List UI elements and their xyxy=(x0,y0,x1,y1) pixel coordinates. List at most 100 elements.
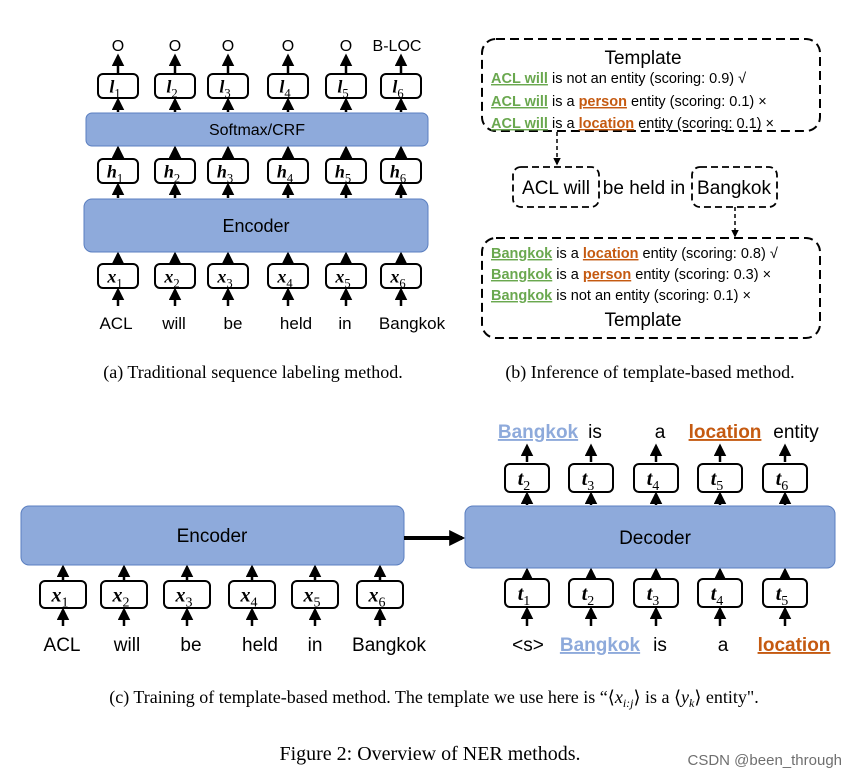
h-node-1: h1 xyxy=(97,158,139,185)
bottom-row-1: Bangkok is a location entity (scoring: 0… xyxy=(491,246,778,262)
bottom-row-1-span: Bangkok xyxy=(491,246,553,262)
c-x-node-6-subscript: 6 xyxy=(379,596,386,611)
x-node-2-label: x2 xyxy=(163,266,179,290)
sentence-span-2: Bangkok xyxy=(697,178,771,199)
t-in-node-4-var: t xyxy=(711,583,718,605)
top-row-3-post: entity (scoring: 0.1) × xyxy=(638,116,774,132)
t-in-node-2-label: t2 xyxy=(582,583,595,609)
panel-a-outputs: O O O O O B-LOC xyxy=(112,38,422,55)
c-x-node-4: x4 xyxy=(228,580,276,611)
t-out-node-2-var: t xyxy=(582,468,589,490)
top-row-1: ACL will is not an entity (scoring: 0.9)… xyxy=(491,71,746,87)
t-out-node-5-label: t6 xyxy=(776,468,789,494)
t-in-node-1: t1 xyxy=(504,578,550,609)
top-row-2-span: ACL will xyxy=(491,94,548,110)
caption-c-pre: (c) Training of template-based method. T… xyxy=(109,687,615,708)
panel-a-caption: (a) Traditional sequence labeling method… xyxy=(103,362,402,383)
x-node-5-subscript: 5 xyxy=(344,276,350,290)
output-label-2: O xyxy=(169,38,181,55)
in-word-is: is xyxy=(653,635,667,656)
top-row-3-span: ACL will xyxy=(491,116,548,132)
t-out-node-1: t2 xyxy=(504,463,550,494)
token-be: be xyxy=(224,314,243,333)
h-node-5: h5 xyxy=(325,158,367,185)
panel-a-encoder-label: Encoder xyxy=(222,216,289,236)
h-node-4-var: h xyxy=(277,161,287,181)
caption-c-post: ⟩ entity". xyxy=(694,687,758,707)
span-box-bangkok xyxy=(691,166,778,208)
t-in-node-4-subscript: 4 xyxy=(716,594,723,609)
c-x-node-6-label: x6 xyxy=(368,585,386,611)
out-word-is: is xyxy=(588,422,602,443)
panel-b-inference: Template ACL will is not an entity (scor… xyxy=(481,38,821,383)
c-x-node-3: x3 xyxy=(163,580,211,611)
panel-c-encoder-label: Encoder xyxy=(177,526,248,547)
in-word-location: location xyxy=(758,635,831,656)
token-in: in xyxy=(338,314,351,333)
x-node-3-var: x xyxy=(216,266,226,286)
h-node-6: h6 xyxy=(380,158,422,185)
x-node-4: x4 xyxy=(267,263,309,290)
t-out-node-3-label: t4 xyxy=(647,468,660,494)
h-node-2-var: h xyxy=(164,161,174,181)
watermark: CSDN @been_through xyxy=(688,752,842,769)
t-in-node-2-var: t xyxy=(582,583,589,605)
h-node-6-subscript: 6 xyxy=(400,171,406,185)
l-node-1-label: l1 xyxy=(109,76,120,100)
softmax-crf-label: Softmax/CRF xyxy=(209,122,305,139)
top-template-box xyxy=(481,38,821,132)
output-label-4: O xyxy=(282,38,294,55)
l-node-3: l3 xyxy=(207,73,249,100)
caption-c-x: x xyxy=(614,687,623,707)
t-in-node-4: t4 xyxy=(697,578,743,609)
t-in-node-5-label: t5 xyxy=(776,583,789,609)
t-out-node-1-label: t2 xyxy=(518,468,531,494)
bottom-row-1-pre: is a xyxy=(556,246,580,262)
h-node-3-label: h3 xyxy=(217,161,233,185)
t-out-node-2-label: t3 xyxy=(582,468,595,494)
output-label-1: O xyxy=(112,38,124,55)
h-node-5-label: h5 xyxy=(335,161,351,185)
t-out-node-4-var: t xyxy=(711,468,718,490)
h-node-4-label: h4 xyxy=(277,161,294,185)
h-node-2-label: h2 xyxy=(164,161,180,185)
l-node-5: l5 xyxy=(325,73,367,100)
top-row-2-type: person xyxy=(579,94,627,110)
t-in-node-1-label: t1 xyxy=(518,583,531,609)
c-x-node-5-var: x xyxy=(303,585,314,607)
x-node-6-subscript: 6 xyxy=(399,276,405,290)
t-out-node-5-var: t xyxy=(776,468,783,490)
t-in-node-3-label: t3 xyxy=(647,583,660,609)
c-token-bangkok: Bangkok xyxy=(352,635,426,656)
h-node-2-subscript: 2 xyxy=(174,171,180,185)
l-node-4-var: l xyxy=(279,76,284,96)
output-label-5: O xyxy=(340,38,352,55)
h-node-2: h2 xyxy=(154,158,196,185)
bottom-row-2-type: person xyxy=(583,267,631,283)
panel-c-encoder-tokens: ACL will be held in Bangkok xyxy=(44,635,427,656)
l-node-5-subscript: 5 xyxy=(342,86,348,100)
h-node-6-label: h6 xyxy=(390,161,406,185)
l-node-5-label: l5 xyxy=(337,76,348,100)
x-node-5-label: x5 xyxy=(334,266,350,290)
t-out-node-1-var: t xyxy=(518,468,525,490)
caption-c-mid: ⟩ is a ⟨ xyxy=(633,687,681,707)
l-node-4: l4 xyxy=(267,73,309,100)
in-word-start: <s> xyxy=(512,635,544,656)
t-in-node-5-var: t xyxy=(776,583,783,605)
c-token-will: will xyxy=(113,635,140,656)
token-held: held xyxy=(280,314,312,333)
t-out-node-3-subscript: 4 xyxy=(652,479,659,494)
caption-c-xsub: i:j xyxy=(623,696,634,710)
l-node-3-var: l xyxy=(219,76,224,96)
x-node-6-label: x6 xyxy=(389,266,405,290)
c-x-node-1-subscript: 1 xyxy=(62,596,69,611)
l-node-1-subscript: 1 xyxy=(114,86,120,100)
c-x-node-2: x2 xyxy=(100,580,148,611)
token-bangkok: Bangkok xyxy=(379,314,446,333)
h-node-3-subscript: 3 xyxy=(227,171,233,185)
